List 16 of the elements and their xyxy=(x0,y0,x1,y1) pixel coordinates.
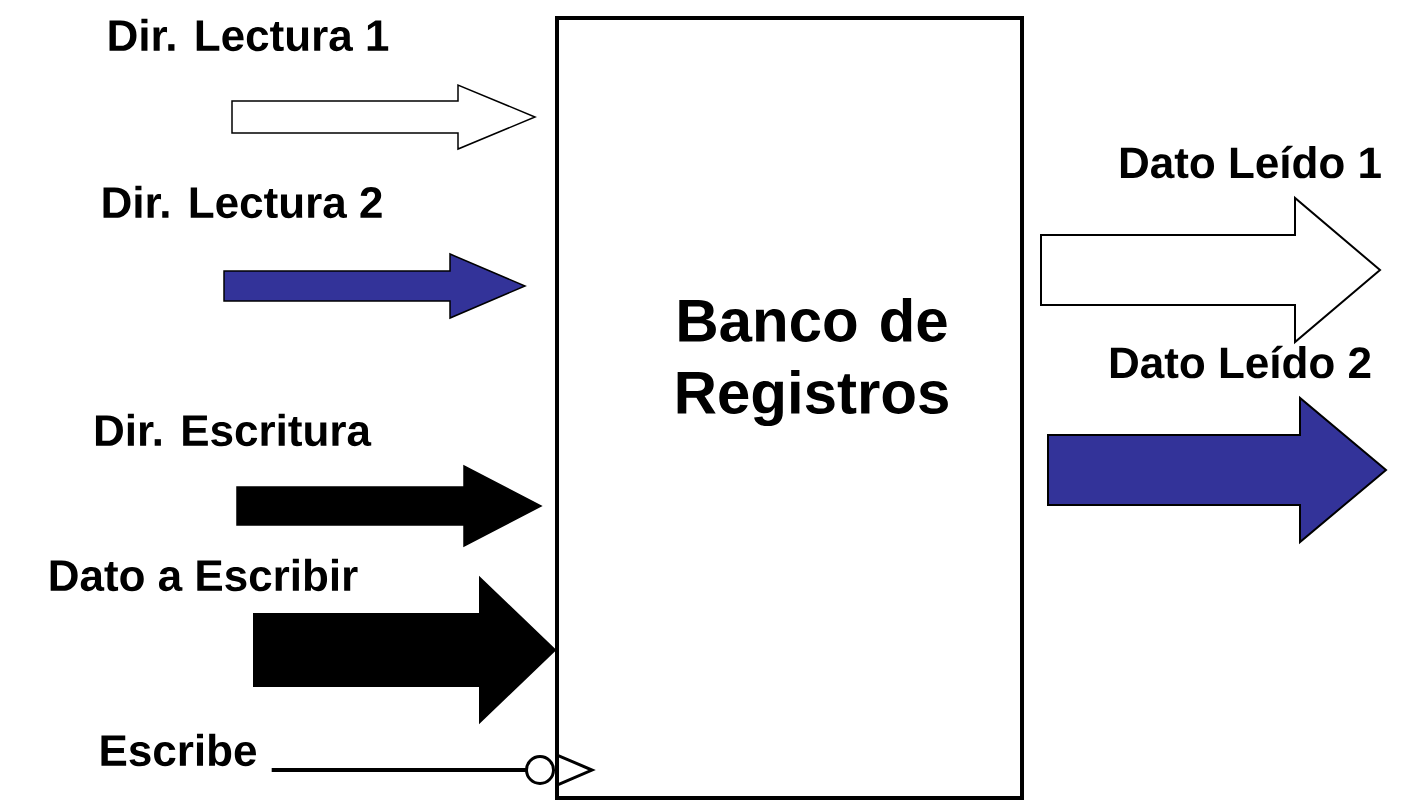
block-arrow xyxy=(223,252,527,320)
block-arrow xyxy=(1047,395,1388,545)
block-arrow xyxy=(253,575,557,725)
signal-label: Dato a Escribir xyxy=(50,558,358,592)
block-arrow xyxy=(236,464,543,548)
node-label: Banco de Registros xyxy=(677,297,948,427)
signal-label: Dir. Escritura xyxy=(95,413,372,447)
signal-label: Dato Leído 2 xyxy=(1110,345,1371,379)
signal-label: Dato Leído 1 xyxy=(1120,145,1381,179)
signal-label: Escribe xyxy=(101,733,256,767)
signal-label: Dir. Lectura 1 xyxy=(109,18,389,52)
signal-line xyxy=(271,755,555,785)
block-arrow xyxy=(1040,195,1382,345)
register-bank-box xyxy=(555,16,1024,800)
block-arrow xyxy=(231,83,537,151)
signal-label: Dir. Lectura 2 xyxy=(103,185,382,219)
